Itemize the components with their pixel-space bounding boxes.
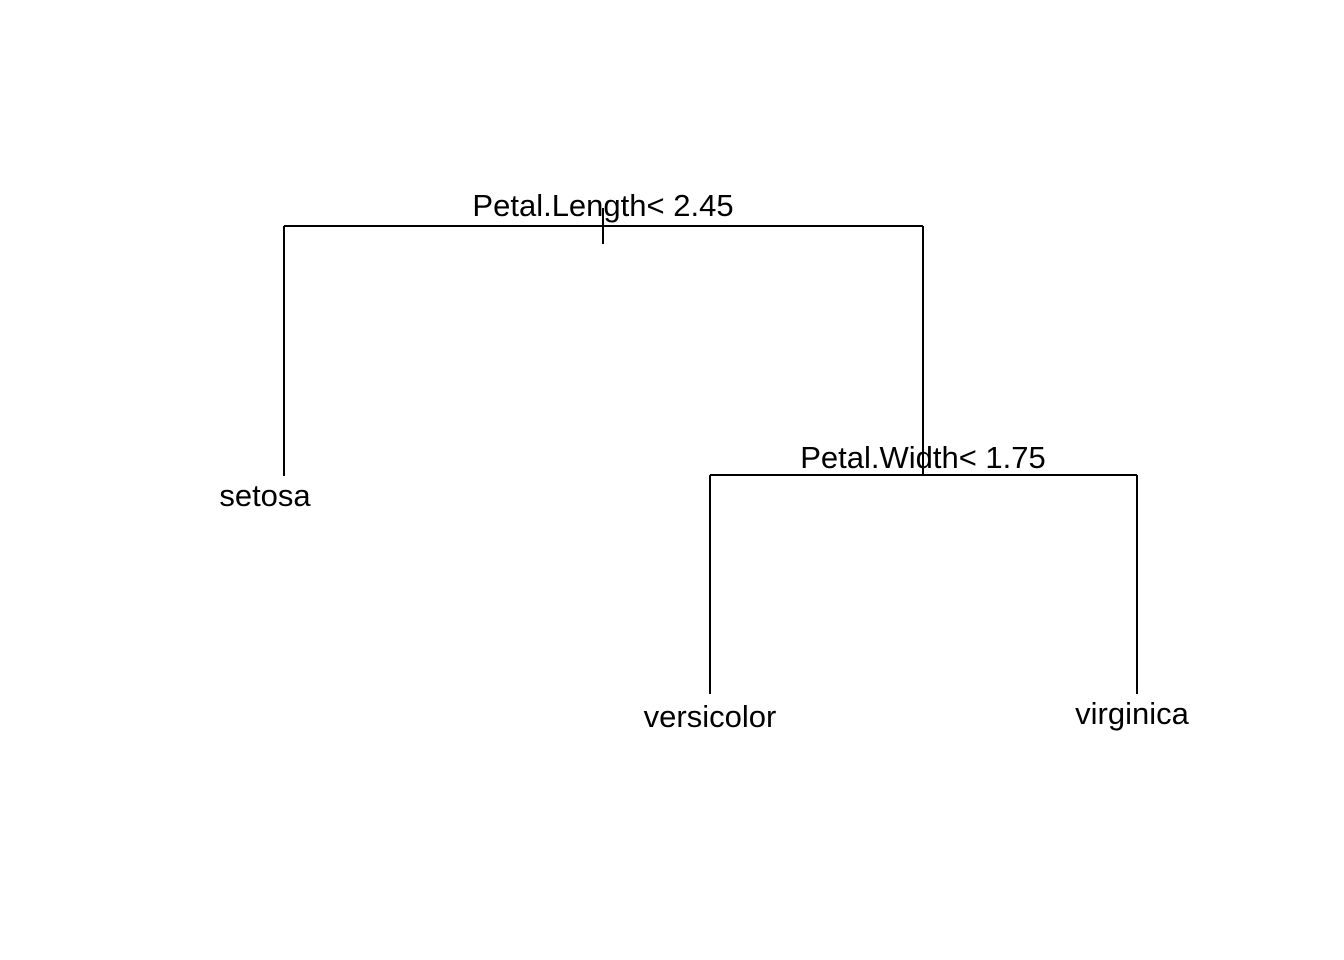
right-split-label: Petal.Width< 1.75 bbox=[800, 440, 1046, 475]
leaf-node-versicolor: versicolor bbox=[644, 699, 777, 734]
leaf-label-virginica: virginica bbox=[1075, 696, 1189, 731]
leaf-label-setosa: setosa bbox=[219, 478, 311, 513]
root-split-label: Petal.Length< 2.45 bbox=[472, 188, 733, 223]
leaf-label-versicolor: versicolor bbox=[644, 699, 777, 734]
right-split-node: Petal.Width< 1.75 bbox=[709, 440, 1138, 694]
leaf-node-virginica: virginica bbox=[1075, 696, 1189, 731]
root-split-node: Petal.Length< 2.45 bbox=[283, 188, 924, 476]
leaf-node-setosa: setosa bbox=[219, 478, 311, 513]
